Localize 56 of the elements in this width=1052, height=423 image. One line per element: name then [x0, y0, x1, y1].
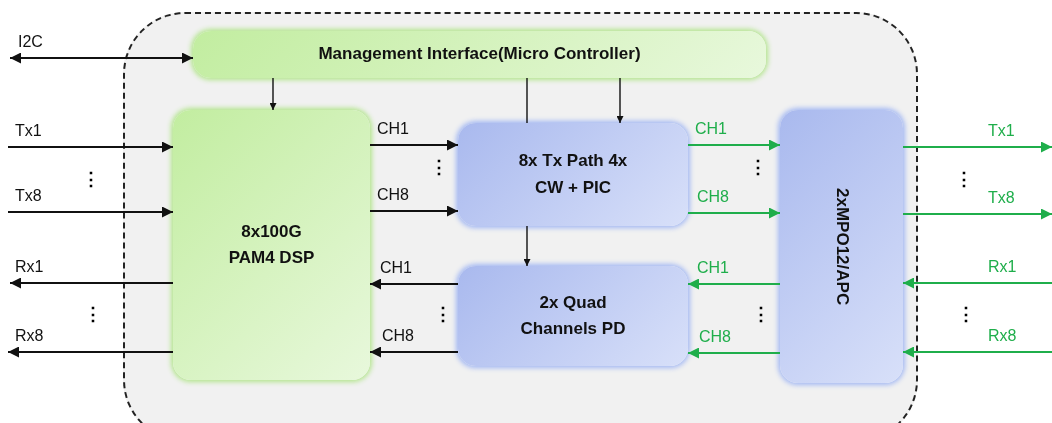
arrow: [688, 278, 780, 290]
ellipsis-mark: ⋮: [749, 158, 767, 176]
edge-label: Rx1: [988, 259, 1017, 275]
ellipsis-mark: ⋮: [82, 170, 100, 188]
edge-label: CH1: [695, 121, 727, 137]
arrow: [370, 278, 458, 290]
block-label: Management Interface(Micro Controller): [318, 43, 641, 66]
ellipsis-mark: ⋮: [430, 158, 448, 176]
arrow: [688, 139, 780, 151]
arrow: [616, 77, 624, 124]
arrow: [10, 52, 193, 64]
edge-label: Rx1: [15, 259, 44, 275]
edge-label: Tx8: [15, 188, 42, 204]
edge-label: Tx1: [15, 123, 42, 139]
arrow: [370, 139, 458, 151]
edge-label: CH1: [697, 260, 729, 276]
arrow: [903, 346, 1052, 358]
ellipsis-mark: ⋮: [955, 170, 973, 188]
edge-label: Rx8: [15, 328, 44, 344]
arrow: [370, 346, 458, 358]
arrow: [8, 206, 173, 218]
block-box: [458, 266, 688, 366]
edge-label: CH1: [380, 260, 412, 276]
block-box: [193, 31, 766, 78]
block-label: 2xMPO12/APC: [831, 187, 853, 306]
edge-label: CH8: [699, 329, 731, 345]
arrow: [269, 77, 277, 111]
arrow: [523, 225, 531, 267]
module-outline: [123, 12, 918, 423]
ellipsis-mark: ⋮: [434, 305, 452, 323]
edge-label: CH8: [382, 328, 414, 344]
ellipsis-mark: ⋮: [957, 305, 975, 323]
block-box: [458, 123, 688, 226]
edge-label: CH8: [697, 189, 729, 205]
ellipsis-mark: ⋮: [752, 305, 770, 323]
block-label: 2x Quad Channels PD: [519, 291, 627, 340]
arrow: [10, 277, 173, 289]
edge-label: Tx1: [988, 123, 1015, 139]
block-box: [173, 110, 370, 380]
arrow: [903, 208, 1052, 220]
edge-label: CH1: [377, 121, 409, 137]
ellipsis-mark: ⋮: [84, 305, 102, 323]
block-box: [780, 110, 903, 383]
edge-label: Rx8: [988, 328, 1017, 344]
arrow: [903, 277, 1052, 289]
arrow: [688, 347, 780, 359]
block-label: 8x Tx Path 4x CW + PIC: [517, 150, 629, 199]
edge-label: I2C: [18, 34, 43, 50]
arrow: [8, 346, 173, 358]
arrow: [370, 205, 458, 217]
block-label: 8x100G PAM4 DSP: [227, 220, 316, 269]
arrow: [903, 141, 1052, 153]
edge-label: CH8: [377, 187, 409, 203]
edge-label: Tx8: [988, 190, 1015, 206]
arrow: [688, 207, 780, 219]
arrow: [8, 141, 173, 153]
